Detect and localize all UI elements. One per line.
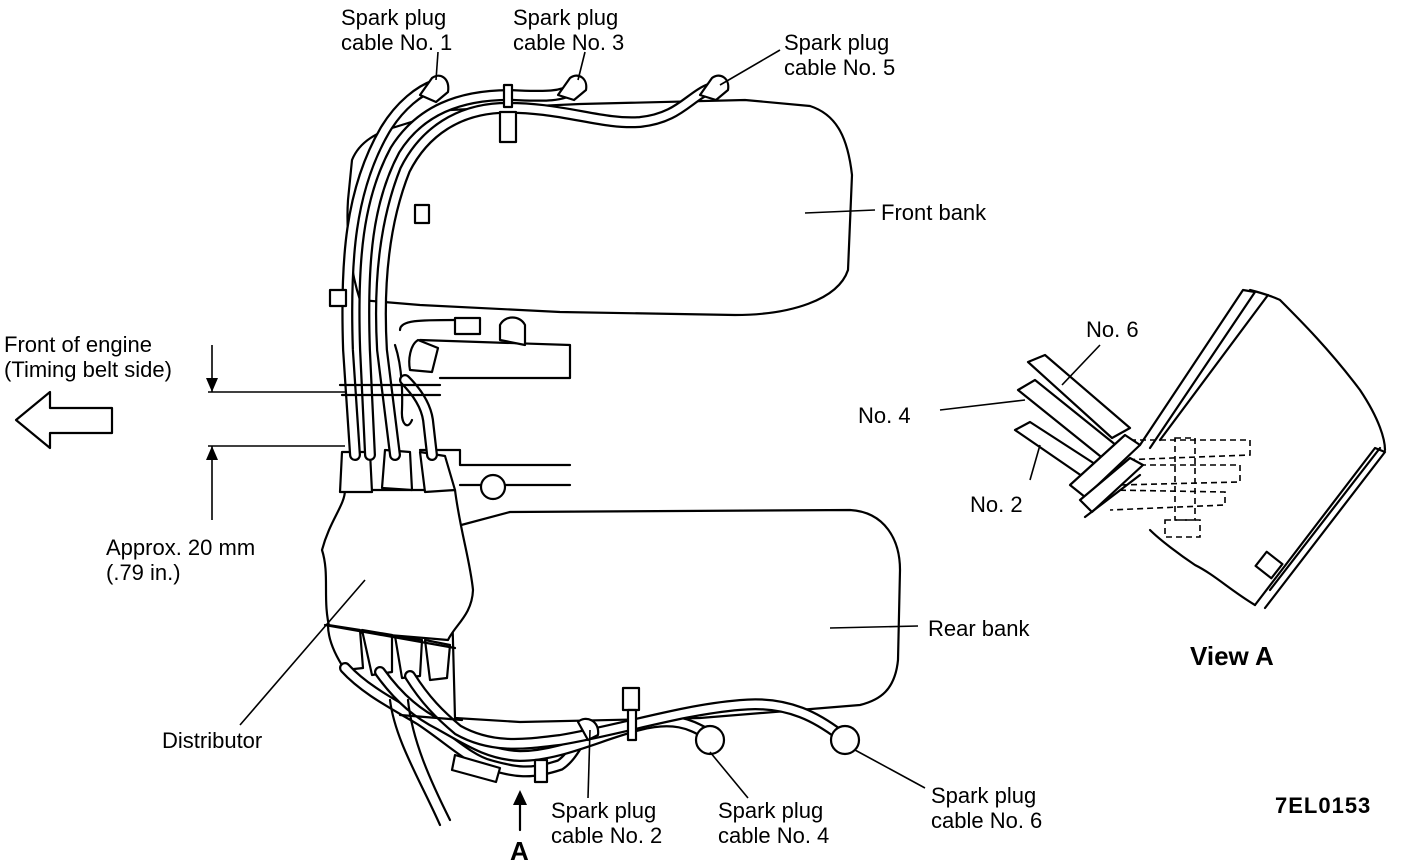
label-front-engine-line2: (Timing belt side) xyxy=(4,357,172,382)
label-distributor: Distributor xyxy=(162,728,262,753)
label-approx-line2: (.79 in.) xyxy=(106,560,181,585)
label-approx-line1: Approx. 20 mm xyxy=(106,535,255,560)
distributor xyxy=(320,448,475,682)
rear-bank xyxy=(448,508,902,724)
label-cable4-line1: Spark plug xyxy=(718,798,823,823)
label-view-a: View A xyxy=(1190,641,1274,671)
label-cable4-line2: cable No. 4 xyxy=(718,823,829,848)
label-cable6-line1: Spark plug xyxy=(931,783,1036,808)
label-cable2-line1: Spark plug xyxy=(551,798,656,823)
label-no2: No. 2 xyxy=(970,492,1023,517)
label-cable5-line1: Spark plug xyxy=(784,30,889,55)
label-cable1-line2: cable No. 1 xyxy=(341,30,452,55)
front-direction-arrow xyxy=(14,390,114,450)
intake-pipes xyxy=(393,316,572,501)
front-bank xyxy=(346,98,854,317)
label-arrow-a: A xyxy=(510,836,529,866)
label-cable3-line1: Spark plug xyxy=(513,5,618,30)
label-no4: No. 4 xyxy=(858,403,911,428)
labels: Spark plug cable No. 1 Spark plug cable … xyxy=(4,5,1371,866)
label-cable3-line2: cable No. 3 xyxy=(513,30,624,55)
label-rear-bank: Rear bank xyxy=(928,616,1031,641)
figure-code: 7EL0153 xyxy=(1275,793,1371,818)
leader-lines xyxy=(239,49,926,799)
dimension-approx-20mm xyxy=(206,345,345,520)
label-front-engine-line1: Front of engine xyxy=(4,332,152,357)
spark-plug-cables-top xyxy=(328,74,730,461)
view-a-detail xyxy=(939,288,1387,610)
label-cable6-line2: cable No. 6 xyxy=(931,808,1042,833)
label-no6: No. 6 xyxy=(1086,317,1139,342)
label-cable5-line2: cable No. 5 xyxy=(784,55,895,80)
label-cable2-line2: cable No. 2 xyxy=(551,823,662,848)
spark-plug-cables-bottom xyxy=(323,623,861,827)
label-front-bank: Front bank xyxy=(881,200,987,225)
view-a-arrow xyxy=(513,790,527,832)
label-cable1-line1: Spark plug xyxy=(341,5,446,30)
